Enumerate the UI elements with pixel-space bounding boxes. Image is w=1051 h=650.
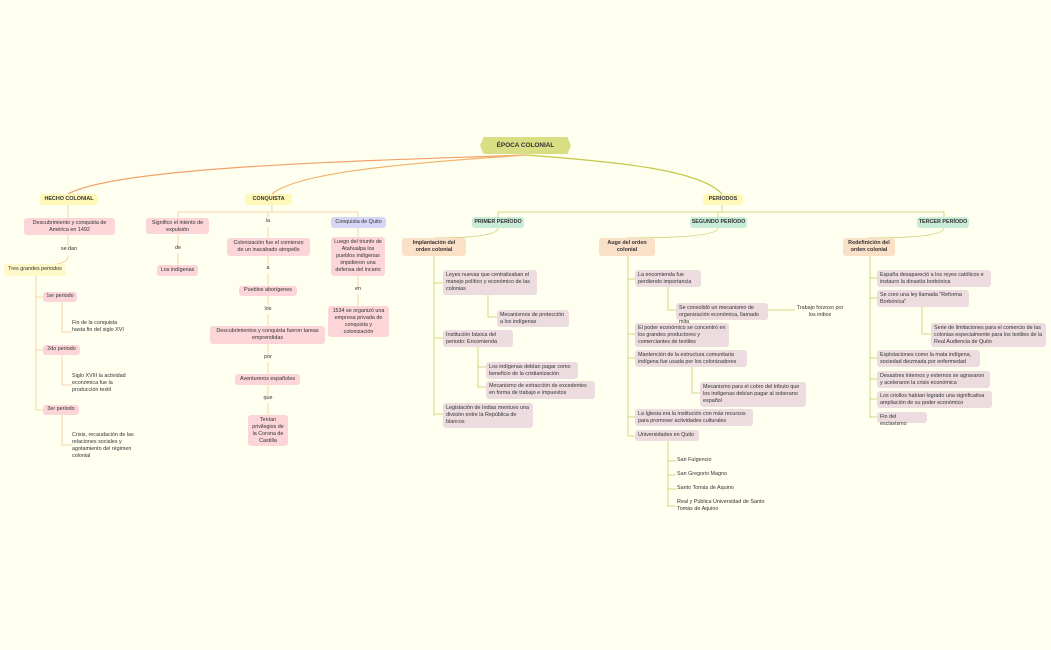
- node-1er-periodo-desc[interactable]: Fin de la conquista hasta fin del siglo …: [72, 320, 124, 334]
- node-descubrimientos-tareas[interactable]: Descubrimientos y conquista fueron tarea…: [210, 326, 325, 344]
- node-limitaciones-comercio[interactable]: Serie de limitaciones para el comercio d…: [931, 323, 1046, 347]
- connector-a: a: [266, 265, 270, 271]
- node-universidades-quito[interactable]: Universidades en Quito: [635, 430, 699, 441]
- node-3er-periodo-desc[interactable]: Crisis, recaudación de las relaciones so…: [72, 432, 134, 460]
- node-poder-economico[interactable]: El poder económico se concentró en los g…: [635, 323, 729, 347]
- node-estructura-comunitaria[interactable]: Mantención de la estructura comunitaria …: [635, 350, 747, 367]
- node-real-publica-universidad[interactable]: Real y Pública Universidad de Santo Tomá…: [677, 499, 765, 513]
- node-1er-periodo[interactable]: 1er periodo: [43, 292, 77, 302]
- node-2do-periodo[interactable]: 2do periodo: [43, 345, 80, 355]
- node-conquista-quito[interactable]: Conquista de Quito: [331, 217, 386, 228]
- node-2do-periodo-desc[interactable]: Siglo XVIII la actividad económica fue l…: [72, 373, 126, 394]
- node-tres-periodos[interactable]: Tres grandes periodos: [4, 264, 66, 276]
- root-topic[interactable]: ÉPOCA COLONIAL: [480, 137, 571, 154]
- node-san-fulgencio[interactable]: San Fulgencio: [677, 457, 712, 463]
- node-pueblos-aborigenes[interactable]: Pueblos aborígenes: [239, 286, 297, 296]
- node-encomienda[interactable]: Institución básica del periodo: Encomien…: [443, 330, 513, 347]
- node-descubrimiento[interactable]: Descubrimiento y conquista de América en…: [24, 218, 115, 235]
- node-mecanismos-proteccion[interactable]: Mecanismos de protección a los indígenas: [497, 310, 569, 327]
- topic-hecho-colonial[interactable]: HECHO COLONIAL: [40, 194, 98, 205]
- node-auge[interactable]: Auge del orden colonial: [599, 238, 655, 256]
- node-los-indigenas[interactable]: Los indígenas: [157, 265, 198, 276]
- node-criollos[interactable]: Los criollos habían logrado una signific…: [877, 391, 992, 408]
- node-redefinicion[interactable]: Redefinición del orden colonial: [843, 238, 895, 256]
- node-mita[interactable]: Se consolidó un mecanismo de organizació…: [676, 303, 768, 325]
- node-colonizacion[interactable]: Colonización fue el comienzo de un inaca…: [227, 238, 310, 256]
- node-privilegios[interactable]: Tenían privilegios de la Corona de Casti…: [248, 415, 288, 446]
- node-triunfo-atahualpa[interactable]: Luego del triunfo de Atahualpa los puebl…: [331, 237, 385, 276]
- node-segundo-periodo[interactable]: SEGUNDO PERÍODO: [690, 217, 747, 228]
- node-1534-empresa[interactable]: 1534 se organizó una empresa privada de …: [328, 306, 389, 337]
- connector-en: en: [355, 286, 361, 292]
- node-leyes-nuevas[interactable]: Leyes nuevas que centralizaban el manejo…: [443, 270, 537, 295]
- node-extraccion-excedentes[interactable]: Mecanismo de extracción de excedentes en…: [486, 381, 595, 399]
- node-encomienda-importancia[interactable]: La encomienda fue perdiendo importancia: [635, 270, 701, 287]
- connector-se-dan: se dan: [60, 246, 78, 252]
- node-explotaciones[interactable]: Explotaciones como la mata indígena, soc…: [877, 350, 980, 367]
- node-san-gregorio[interactable]: San Gregorio Magno: [677, 471, 728, 477]
- node-implantacion[interactable]: Implantación del orden colonial: [402, 238, 466, 256]
- node-cobro-tributo[interactable]: Mecanismo para el cobro del tributo que …: [700, 382, 806, 407]
- connector-de: de: [175, 245, 181, 251]
- node-desastres[interactable]: Desastres internos y externos se agravar…: [877, 371, 990, 388]
- node-trabajo-forzoso[interactable]: Trabajo forzoso por los indios: [796, 305, 844, 319]
- connector-por: por: [264, 354, 272, 360]
- node-legislacion-indias[interactable]: Legislación de Indias mentuvo una divisi…: [443, 403, 533, 428]
- node-fin-esclavismo[interactable]: Fin del esclavismo: [877, 412, 927, 427]
- topic-periodos[interactable]: PERÍODOS: [703, 194, 743, 205]
- topic-conquista[interactable]: CONQUISTA: [245, 194, 292, 205]
- connector-la: la: [265, 218, 271, 224]
- node-pagar-cristianizacion[interactable]: Los indígenas debían pagar como benefici…: [486, 362, 578, 379]
- node-dinastia-borbonica[interactable]: España desapareció a los reyes católicos…: [877, 270, 991, 287]
- connector-los: los: [264, 306, 272, 312]
- node-primer-periodo[interactable]: PRIMER PERÍODO: [472, 217, 524, 228]
- connector-que: que: [263, 395, 273, 401]
- node-aventureros[interactable]: Aventureros españoles: [235, 374, 300, 385]
- node-santo-tomas[interactable]: Santo Tomás de Aquino: [677, 485, 734, 491]
- node-reforma-borbonica[interactable]: Se creo una ley llamada "Reforma Borbóni…: [877, 290, 969, 307]
- node-intento-expulsion[interactable]: Significo el intento de expulsión: [146, 218, 209, 234]
- node-tercer-periodo[interactable]: TERCER PERÍODO: [917, 217, 969, 228]
- node-3er-periodo[interactable]: 3er periodo: [43, 405, 79, 415]
- node-iglesia[interactable]: La Iglesia era la institución con más re…: [635, 409, 753, 426]
